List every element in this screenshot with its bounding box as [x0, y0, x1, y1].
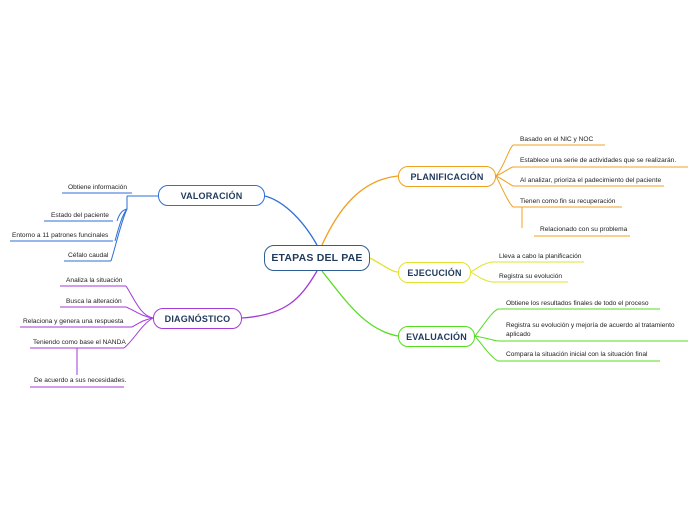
leaf-valoracion-2[interactable]: Estado del paciente	[51, 212, 109, 219]
leaf-diagnostico-sub-1[interactable]: De acuerdo a sus necesidades.	[34, 377, 127, 384]
leaf-evaluacion-3[interactable]: Compara la situación inicial con la situ…	[506, 351, 648, 358]
evaluacion-connectors	[474, 308, 688, 362]
link-diagnostico	[241, 270, 318, 319]
leaf-evaluacion-1[interactable]: Obtiene los resultados finales de todo e…	[506, 300, 649, 307]
leaf-ejecucion-1[interactable]: Lleva a cabo la planificación	[499, 253, 582, 260]
planificacion-connectors	[495, 144, 688, 237]
link-evaluacion	[321, 270, 399, 337]
node-valoracion[interactable]: VALORACIÓN	[158, 185, 265, 206]
node-diagnostico[interactable]: DIAGNÓSTICO	[153, 308, 242, 329]
leaf-ejecucion-2[interactable]: Registra su evolución	[499, 273, 563, 280]
leaf-diagnostico-3[interactable]: Relaciona y genera una respuesta	[23, 318, 124, 325]
central-topic[interactable]: ETAPAS DEL PAE	[264, 245, 370, 271]
link-planificacion	[321, 175, 399, 246]
link-ejecucion	[369, 257, 399, 273]
leaf-diagnostico-1[interactable]: Analiza la situación	[66, 277, 123, 284]
leaf-planificacion-3[interactable]: Al analizar, prioriza el padecimiento de…	[520, 177, 662, 184]
node-planificacion[interactable]: PLANIFICACIÓN	[398, 166, 496, 187]
leaf-valoracion-4[interactable]: Céfalo caudal	[68, 252, 109, 259]
leaf-diagnostico-4[interactable]: Teniendo como base el NANDA	[33, 339, 126, 346]
link-valoracion	[264, 195, 318, 246]
node-evaluacion[interactable]: EVALUACIÓN	[398, 326, 475, 347]
diagnostico-connectors	[20, 285, 154, 388]
leaf-evaluacion-2[interactable]: Registra su evolución y mejoría de acuer…	[506, 322, 675, 338]
valoracion-connectors	[10, 192, 158, 262]
ejecucion-connectors	[470, 261, 584, 283]
leaf-planificacion-1[interactable]: Basado en el NIC y NOC	[520, 136, 594, 143]
leaf-diagnostico-2[interactable]: Busca la alteración	[66, 298, 122, 305]
leaf-valoracion-3[interactable]: Entorno a 11 patrones funcinales	[12, 232, 109, 239]
node-ejecucion[interactable]: EJECUCIÓN	[398, 262, 471, 283]
leaf-planificacion-2[interactable]: Establece una serie de actividades que s…	[520, 157, 677, 164]
leaf-planificacion-4[interactable]: Tienen como fin su recuperación	[520, 198, 616, 205]
leaf-planificacion-sub-1[interactable]: Relacionado con su problema	[540, 226, 628, 233]
leaf-valoracion-1[interactable]: Obtiene información	[68, 184, 128, 191]
